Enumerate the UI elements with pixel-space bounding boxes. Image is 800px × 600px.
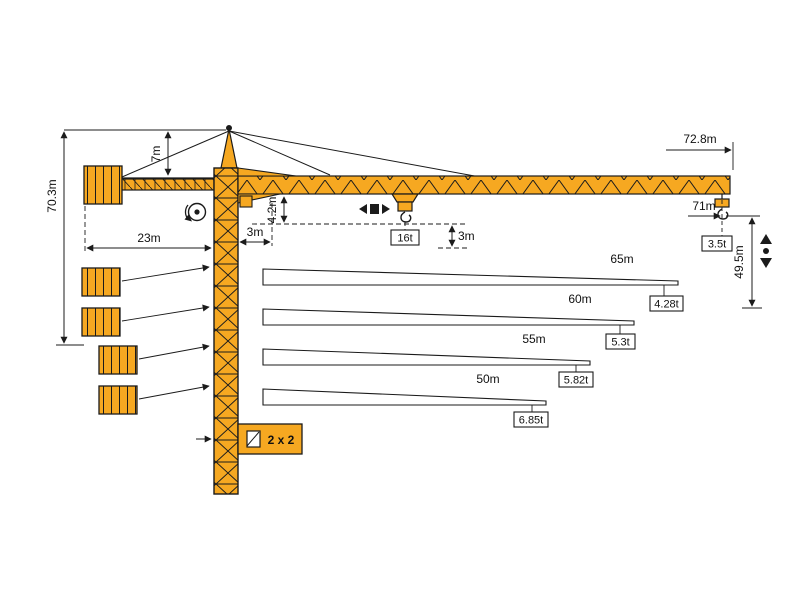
jib-root-top [237,167,297,177]
label-variant-length: 60m [568,292,591,306]
jib-variant-55m: 55m 5.82t [262,332,594,388]
label-variant-load: 4.28t [654,299,678,311]
tower-mast [213,167,239,495]
label-root-offset: 3m [247,225,264,239]
ballast-option-4 [98,383,210,415]
jib-variant-65m: 65m 4.28t [262,252,684,312]
dim-head-height: 7m [149,131,172,176]
label-variant-load: 5.3t [611,337,629,349]
label-variant-length: 65m [610,252,633,266]
jib-variant-50m: 50m 6.85t [262,372,549,428]
dim-tip-capacity: 3.5t [701,235,733,252]
pendant-lines [121,130,481,178]
mast-section-callout: 2 x 2 [196,423,303,455]
label-counterjib-radius: 23m [137,231,160,245]
ballast-options [81,264,210,415]
dim-max-radius: 72.8m [666,132,734,170]
dim-root-depth: 4.2m [252,196,468,225]
jib-variants: 65m 4.28t 60m 5.3t 55m 5.82t 50m 6.85t [262,252,684,428]
apex-pulley [226,125,232,131]
label-max-radius: 72.8m [683,132,716,146]
operator-cab [239,195,253,208]
counterweight [83,165,123,205]
ballast-option-1 [81,264,210,297]
section-square-icon [246,430,261,448]
dim-hook-path: 3m [438,225,475,249]
dim-lift-height: 49.5m [726,215,762,309]
label-root-depth: 4.2m [265,197,279,224]
dim-counterjib-radius: 23m [84,206,212,252]
label-head-height: 7m [149,146,163,163]
ballast-option-2 [81,304,210,337]
label-lift-height: 49.5m [732,245,746,278]
dimensions: 70.3m 7m 23m 3m 4.2m 3m [45,129,762,346]
crane-structure [83,125,731,495]
dim-total-height: 70.3m [45,129,226,346]
label-variant-load: 5.82t [564,375,588,387]
ballast-option-3 [98,343,210,375]
label-total-height: 70.3m [45,179,59,212]
label-tip-capacity: 3.5t [708,239,726,251]
dim-max-capacity: 16t [390,222,420,246]
label-tip-radius: 71m [692,199,715,213]
trolley-hook-block [390,193,420,223]
label-hook-path: 3m [458,229,475,243]
dim-tip-radius: 71m [688,199,723,236]
label-variant-length: 50m [476,372,499,386]
trolley-travel-icon [359,204,390,214]
counter-jib [117,178,215,191]
slewing-icon [184,202,207,222]
main-jib [237,175,731,195]
label-variant-length: 55m [522,332,545,346]
label-variant-load: 6.85t [519,415,543,427]
label-mast-section: 2 x 2 [268,433,295,447]
hoist-up-down-icon [760,234,772,268]
jib-variant-60m: 60m 5.3t [262,292,636,350]
dim-root-offset: 3m [239,203,273,246]
label-max-capacity: 16t [397,233,412,245]
